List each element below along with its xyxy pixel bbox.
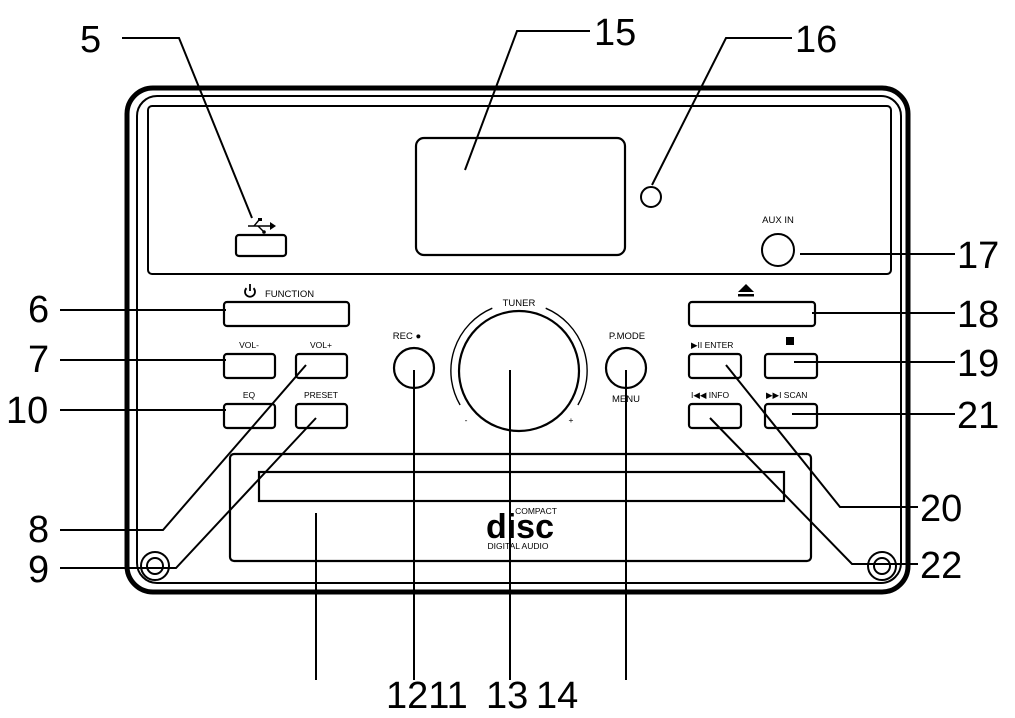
callout-18: 18: [957, 294, 999, 336]
eject-icon: [738, 284, 754, 297]
device-body: [124, 85, 911, 595]
callout-numbers: 5 15 16 17 6 7 10 18 19 21 8 9 20 22 121…: [6, 12, 999, 717]
aux-in-jack[interactable]: [761, 233, 795, 267]
leader-8: [60, 364, 307, 531]
callout-5: 5: [80, 19, 101, 61]
usb-port[interactable]: [234, 233, 288, 258]
leader-15: [464, 30, 590, 171]
callout-15: 15: [594, 12, 636, 54]
vol-minus-label: VOL-: [239, 340, 259, 350]
tuner-arc-left: [450, 307, 493, 406]
callout-21: 21: [957, 395, 999, 437]
vol-minus-button[interactable]: [222, 352, 277, 380]
vol-plus-button[interactable]: [294, 352, 349, 380]
callout-13: 13: [486, 675, 528, 717]
function-button[interactable]: [222, 300, 351, 328]
leader-20: [725, 364, 918, 508]
enter-label: ▶II ENTER: [691, 340, 733, 350]
aux-in-label: AUX IN: [762, 215, 794, 226]
scan-label: ▶▶I SCAN: [766, 390, 807, 400]
next-scan-button[interactable]: [763, 402, 819, 430]
preset-button[interactable]: [294, 402, 349, 430]
compact-disc-logo: disc COMPACT DIGITAL AUDIO: [486, 506, 557, 551]
callout-14: 14: [536, 675, 578, 717]
screw-left: [140, 551, 170, 581]
callout-10: 10: [6, 390, 48, 432]
callout-22: 22: [920, 545, 962, 587]
pmode-label: P.MODE: [609, 331, 645, 342]
screw-right: [867, 551, 897, 581]
eq-label: EQ: [243, 390, 256, 400]
preset-label: PRESET: [304, 390, 338, 400]
info-label: I◀◀ INFO: [691, 390, 729, 400]
leader-22: [709, 417, 918, 565]
callout-16: 16: [795, 19, 837, 61]
display-screen: [414, 136, 627, 257]
callout-9: 9: [28, 549, 49, 591]
vol-plus-label: VOL+: [310, 340, 332, 350]
callout-1211: 1211: [386, 675, 468, 717]
leader-16: [651, 37, 792, 186]
cd-slot[interactable]: [257, 470, 786, 503]
power-icon: [244, 284, 256, 298]
eq-button[interactable]: [222, 402, 277, 430]
rec-label: REC ●: [393, 331, 421, 342]
callout-19: 19: [957, 343, 999, 385]
play-pause-enter-button[interactable]: [687, 352, 743, 380]
cd-tray-surround: [228, 452, 813, 563]
callout-20: 20: [920, 488, 962, 530]
disc-logo-mark: disc: [486, 508, 554, 546]
prev-info-button[interactable]: [687, 402, 743, 430]
callout-7: 7: [28, 339, 49, 381]
leader-5: [122, 37, 253, 219]
remote-sensor: [640, 186, 662, 208]
digital-audio-label: DIGITAL AUDIO: [488, 541, 549, 551]
stop-icon: [786, 337, 794, 345]
stop-button[interactable]: [763, 352, 819, 380]
tuner-label: TUNER: [503, 298, 536, 309]
tuner-plus-mark: +: [569, 415, 574, 425]
eject-button[interactable]: [687, 300, 817, 328]
tuner-knob[interactable]: [457, 309, 581, 433]
callout-8: 8: [28, 509, 49, 551]
leader-9: [60, 417, 317, 569]
tuner-arc-right: [545, 307, 588, 406]
usb-icon: [248, 218, 276, 234]
compact-label: COMPACT: [515, 506, 557, 516]
tuner-minus-mark: -: [465, 415, 468, 425]
function-label: FUNCTION: [265, 289, 314, 300]
callout-6: 6: [28, 289, 49, 331]
callout-17: 17: [957, 235, 999, 277]
leader-lines: [60, 30, 955, 680]
